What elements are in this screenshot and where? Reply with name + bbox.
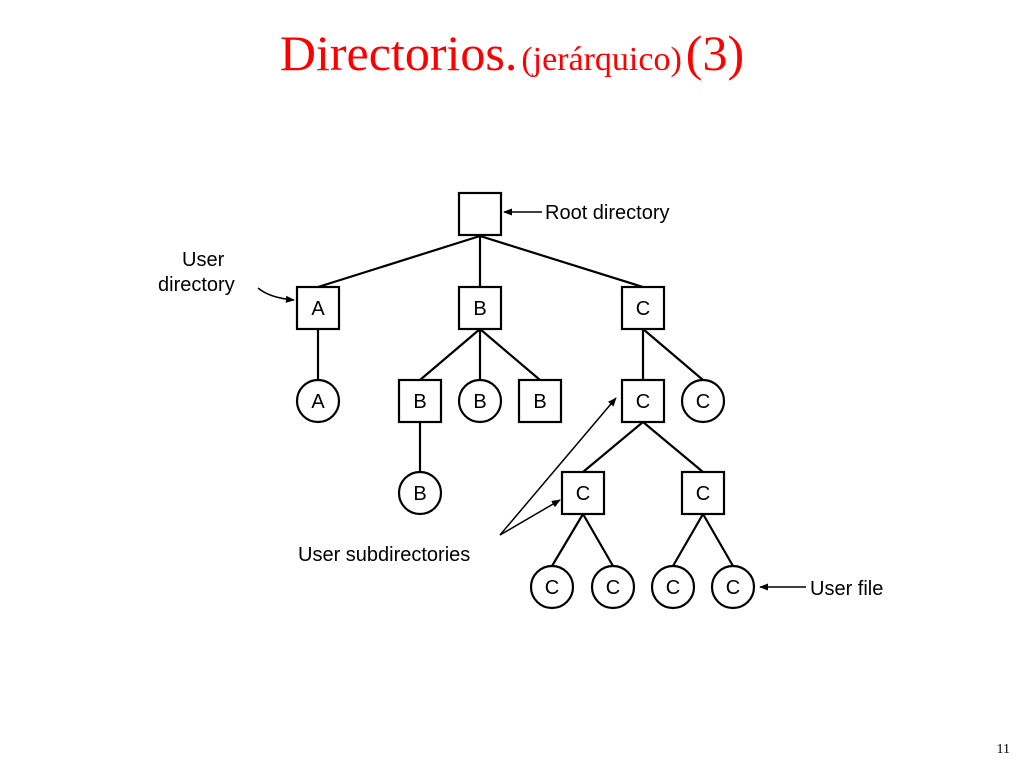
edge-subdirc2-filec22 xyxy=(702,513,734,567)
edge-c-filec1 xyxy=(642,328,704,381)
subdirectory-c: C xyxy=(620,378,666,424)
edge-subdirc2-filec21 xyxy=(672,513,704,567)
directory-nodes: A B C B B C C C xyxy=(295,191,726,516)
user-directory-arrow xyxy=(257,287,295,303)
user-directory-b: B xyxy=(457,285,503,331)
node-label: B xyxy=(413,483,426,505)
node-label: C xyxy=(696,483,710,505)
tree-edges xyxy=(316,234,734,567)
user-subdirectories-arrow-lower xyxy=(499,499,561,536)
edge-b-subdirb2 xyxy=(479,328,541,381)
edge-root-a xyxy=(317,234,481,289)
title-number: (3) xyxy=(685,25,745,81)
annotation-pointers xyxy=(257,208,806,591)
file-b3: B xyxy=(397,470,443,516)
node-label: B xyxy=(413,391,426,413)
node-label: B xyxy=(473,391,486,413)
user-subdirectories-label: User subdirectories xyxy=(298,544,470,566)
file-c12: C xyxy=(590,564,636,610)
subdirectory-c1: C xyxy=(560,470,606,516)
node-label: C xyxy=(576,483,590,505)
page-number: 11 xyxy=(996,742,1010,757)
title-main: Directorios. xyxy=(279,25,518,81)
slide-title: Directorios. (jerárquico) (3) xyxy=(0,28,1024,78)
user-directory-label-line1: User xyxy=(182,249,225,271)
subdirectory-b: B xyxy=(397,378,443,424)
annotation-labels: Root directory User directory User subdi… xyxy=(158,202,883,600)
node-label: C xyxy=(636,298,650,320)
file-c22: C xyxy=(710,564,756,610)
node-label: C xyxy=(606,577,620,599)
edge-subdirc1-filec12 xyxy=(582,513,614,567)
edge-root-c xyxy=(479,234,644,289)
node-label: C xyxy=(726,577,740,599)
file-nodes: A B B C C C C C xyxy=(295,378,756,610)
user-subdirectories-arrow-upper xyxy=(499,397,617,536)
node-label: A xyxy=(311,298,325,320)
node-label: C xyxy=(666,577,680,599)
node-label: A xyxy=(311,391,325,413)
file-c21: C xyxy=(650,564,696,610)
edge-b-subdirb xyxy=(419,328,481,381)
subdirectory-c2: C xyxy=(680,470,726,516)
node-label: B xyxy=(533,391,546,413)
root-directory-node xyxy=(457,191,503,237)
user-file-label: User file xyxy=(810,578,883,600)
edge-subdirc1-filec11 xyxy=(551,513,584,567)
node-label: C xyxy=(636,391,650,413)
user-directory-c: C xyxy=(620,285,666,331)
node-label: C xyxy=(696,391,710,413)
title-subtitle: (jerárquico) xyxy=(521,41,682,78)
user-directory-label-line2: directory xyxy=(158,274,235,296)
file-c1: C xyxy=(680,378,726,424)
node-label: C xyxy=(545,577,559,599)
edge-subdirc-subdirc1 xyxy=(582,421,644,473)
file-b1: B xyxy=(457,378,503,424)
subdirectory-b2: B xyxy=(517,378,563,424)
node-label: B xyxy=(473,298,486,320)
root-directory-label: Root directory xyxy=(545,202,670,224)
file-c11: C xyxy=(529,564,575,610)
edge-subdirc-subdirc2 xyxy=(642,421,704,473)
file-a: A xyxy=(295,378,341,424)
user-directory-a: A xyxy=(295,285,341,331)
